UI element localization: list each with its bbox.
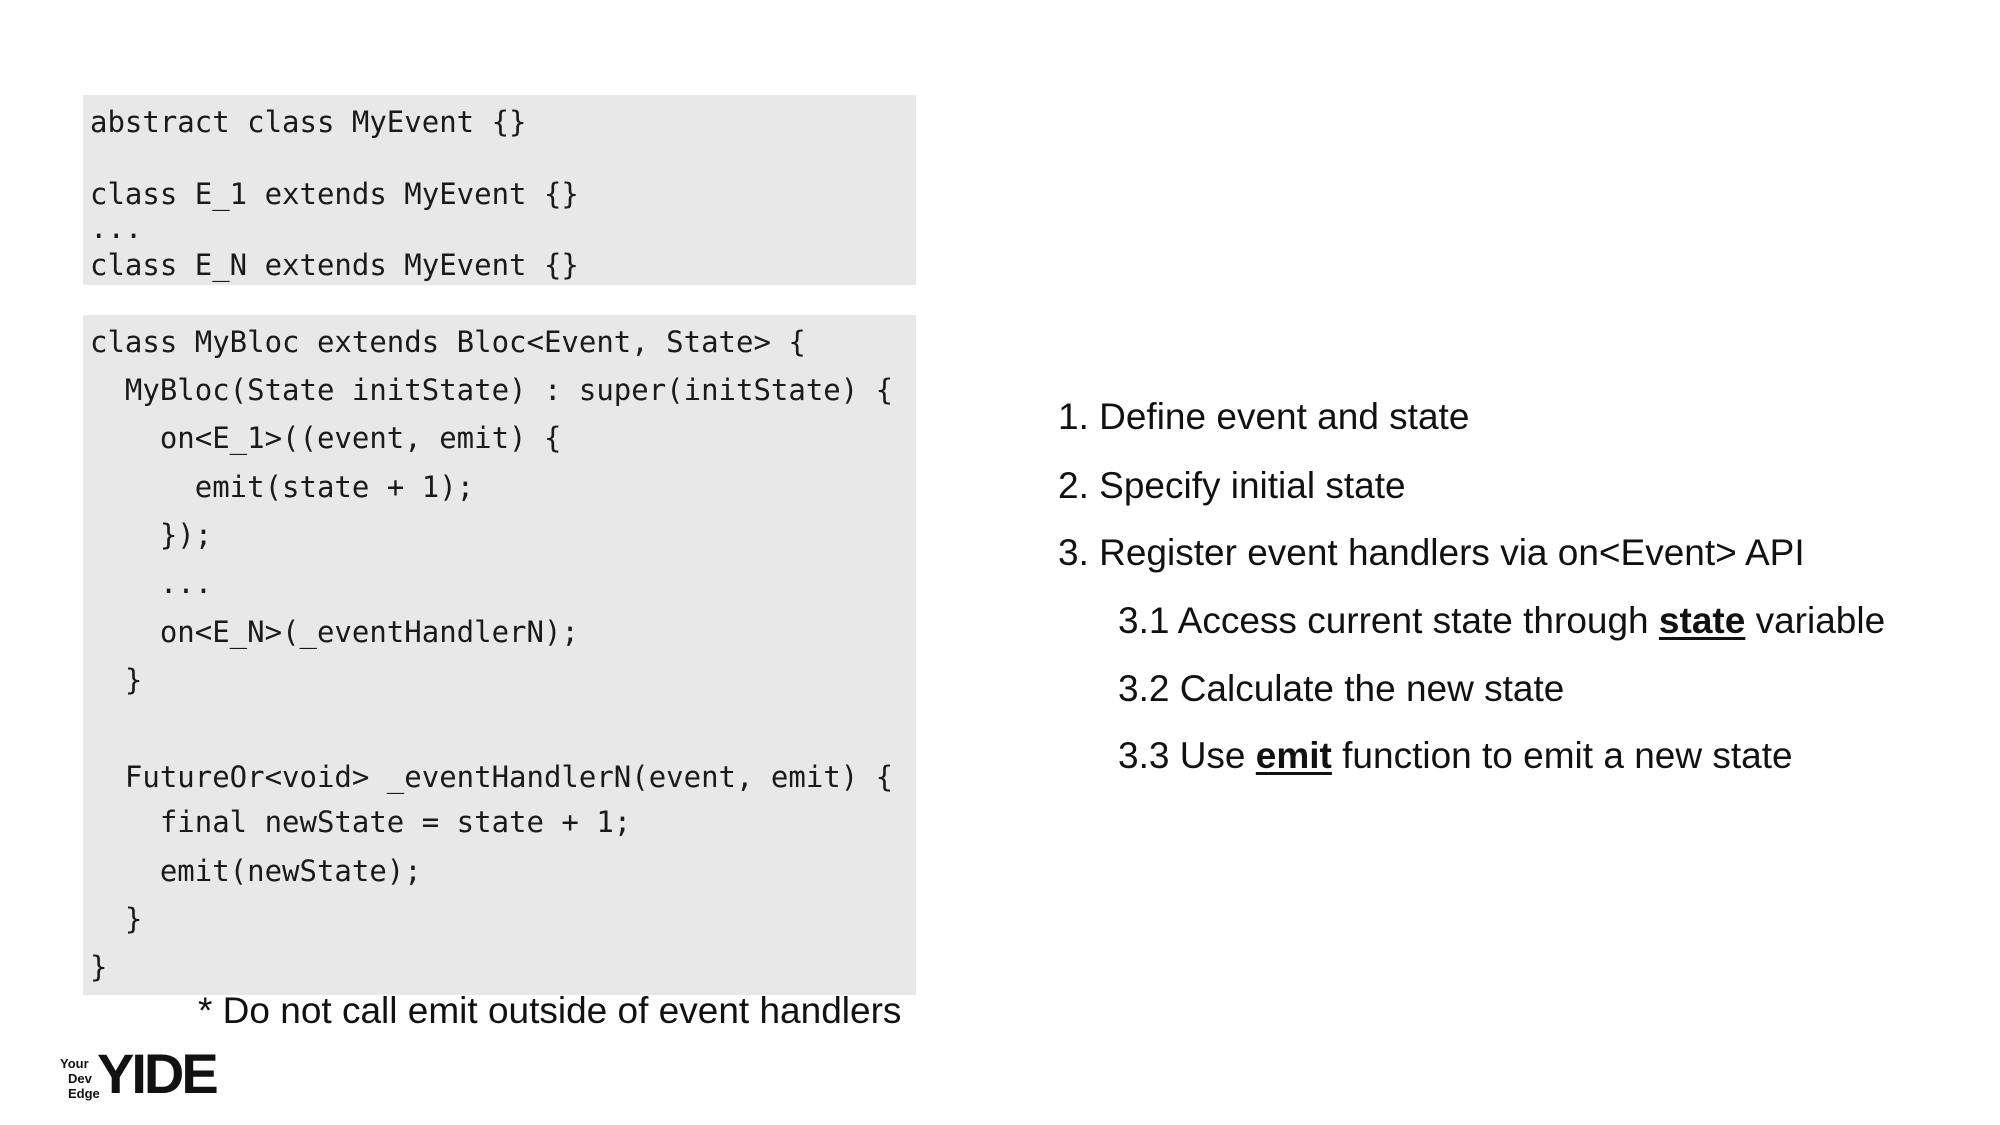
step-item: 2. Specify initial state [1058,465,1406,506]
event-definitions-code-block: abstract class MyEvent {} class E_1 exte… [83,95,916,285]
code-line: FutureOr<void> _eventHandlerN(event, emi… [90,760,894,794]
code-line: } [90,902,143,936]
logo-word: Your [60,1056,89,1071]
code-line: final newState = state + 1; [90,805,632,839]
logo-word: Dev [68,1071,92,1086]
code-line: } [90,663,143,697]
code-line: class MyBloc extends Bloc<Event, State> … [90,325,806,359]
step-item: 1. Define event and state [1058,396,1470,437]
code-line: on<E_N>(_eventHandlerN); [90,615,579,649]
substep-text: 3.1 Access current state through [1118,600,1659,641]
state-keyword: state [1658,600,1746,641]
code-line: abstract class MyEvent {} [90,105,527,139]
code-line: class E_N extends MyEvent {} [90,248,579,282]
code-line: emit(newState); [90,854,422,888]
substep-text: variable [1745,600,1886,641]
logo-word: Edge [68,1086,100,1101]
substep-text: function to emit a new state [1331,735,1793,776]
substep-text: 3.3 Use [1118,735,1256,776]
code-line: emit(state + 1); [90,470,475,504]
code-line: MyBloc(State initState) : super(initStat… [90,373,894,407]
substep-item: 3.1 Access current state through state v… [1118,600,1885,642]
code-line: ... [90,566,213,600]
logo-letters: YIDE [97,1042,219,1105]
code-line: } [90,950,108,984]
yde-logo: Your Dev Edge YIDE [60,1046,220,1102]
code-line: class E_1 extends MyEvent {} [90,177,579,211]
substep-item: 3.3 Use emit function to emit a new stat… [1118,735,1793,777]
emit-keyword: emit [1255,735,1332,776]
code-line: }); [90,518,213,552]
step-item: 3. Register event handlers via on<Event>… [1058,532,1805,573]
substep-item: 3.2 Calculate the new state [1118,668,1564,710]
bloc-class-code-block: class MyBloc extends Bloc<Event, State> … [83,315,916,995]
code-line: on<E_1>((event, emit) { [90,421,562,455]
substep-text: 3.2 Calculate the new state [1118,668,1565,709]
code-line: ... [90,211,143,245]
footnote: * Do not call emit outside of event hand… [198,990,902,1031]
